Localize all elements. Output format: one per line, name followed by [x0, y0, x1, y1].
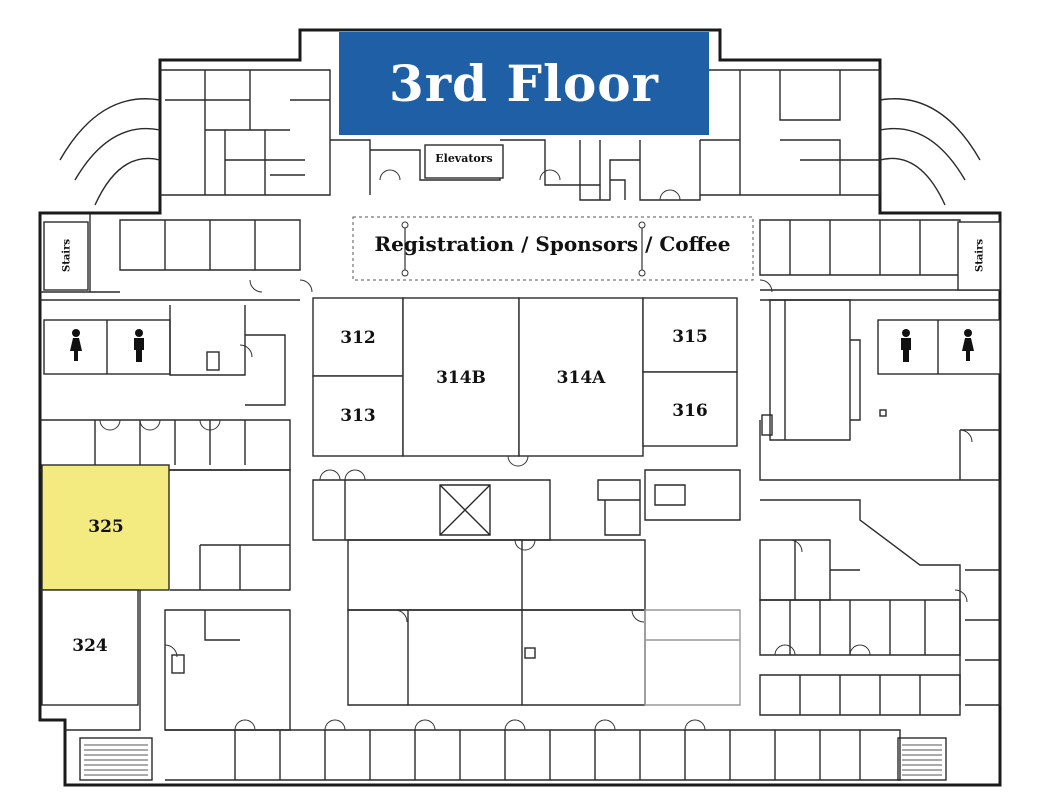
restroom-women-icon	[962, 329, 974, 361]
door-swings	[99, 169, 973, 731]
building-outline	[38, 28, 1002, 787]
room-314b-label: 314B	[436, 368, 486, 388]
room-314a-label: 314A	[557, 368, 606, 388]
stairs-right-box	[957, 221, 1001, 291]
restroom-men-icon	[901, 329, 911, 362]
stairs-right-label: Stairs	[974, 238, 986, 273]
stairs-left-box	[43, 221, 89, 291]
room-324[interactable]	[41, 589, 139, 706]
room-315-label: 315	[672, 327, 708, 347]
upper-rooms	[160, 69, 881, 201]
stairs-bottom-right	[897, 737, 947, 781]
room-325-label: 325	[88, 517, 124, 537]
room-314a[interactable]	[518, 297, 644, 457]
stairs-bottom-left	[79, 737, 153, 781]
elevators-label: Elevators	[435, 152, 493, 165]
room-312-label: 312	[340, 328, 376, 348]
floor-title-banner: 3rd Floor	[339, 32, 709, 135]
room-316[interactable]	[642, 371, 738, 447]
restroom-men-icon	[134, 329, 144, 362]
registration-stanchions	[401, 221, 646, 277]
bottom-offices	[165, 729, 901, 781]
room-316-label: 316	[672, 401, 708, 421]
room-313-label: 313	[340, 406, 376, 426]
floor-title: 3rd Floor	[388, 54, 660, 113]
stairs-left-label: Stairs	[61, 238, 73, 273]
corridors	[40, 213, 1000, 301]
room-314b[interactable]	[402, 297, 520, 457]
right-offices	[759, 299, 1001, 716]
central-lower	[312, 469, 741, 706]
elevators-box	[424, 144, 504, 179]
room-312[interactable]	[312, 297, 404, 377]
room-315[interactable]	[642, 297, 738, 373]
room-313[interactable]	[312, 375, 404, 457]
registration-label: Registration / Sponsors / Coffee	[374, 232, 731, 256]
restroom-right	[877, 319, 1001, 375]
meeting-rooms[interactable]	[312, 297, 738, 457]
room-325[interactable]	[41, 464, 170, 591]
registration-area	[352, 216, 754, 281]
room-324-label: 324	[72, 636, 108, 656]
restroom-women-icon	[70, 329, 82, 361]
